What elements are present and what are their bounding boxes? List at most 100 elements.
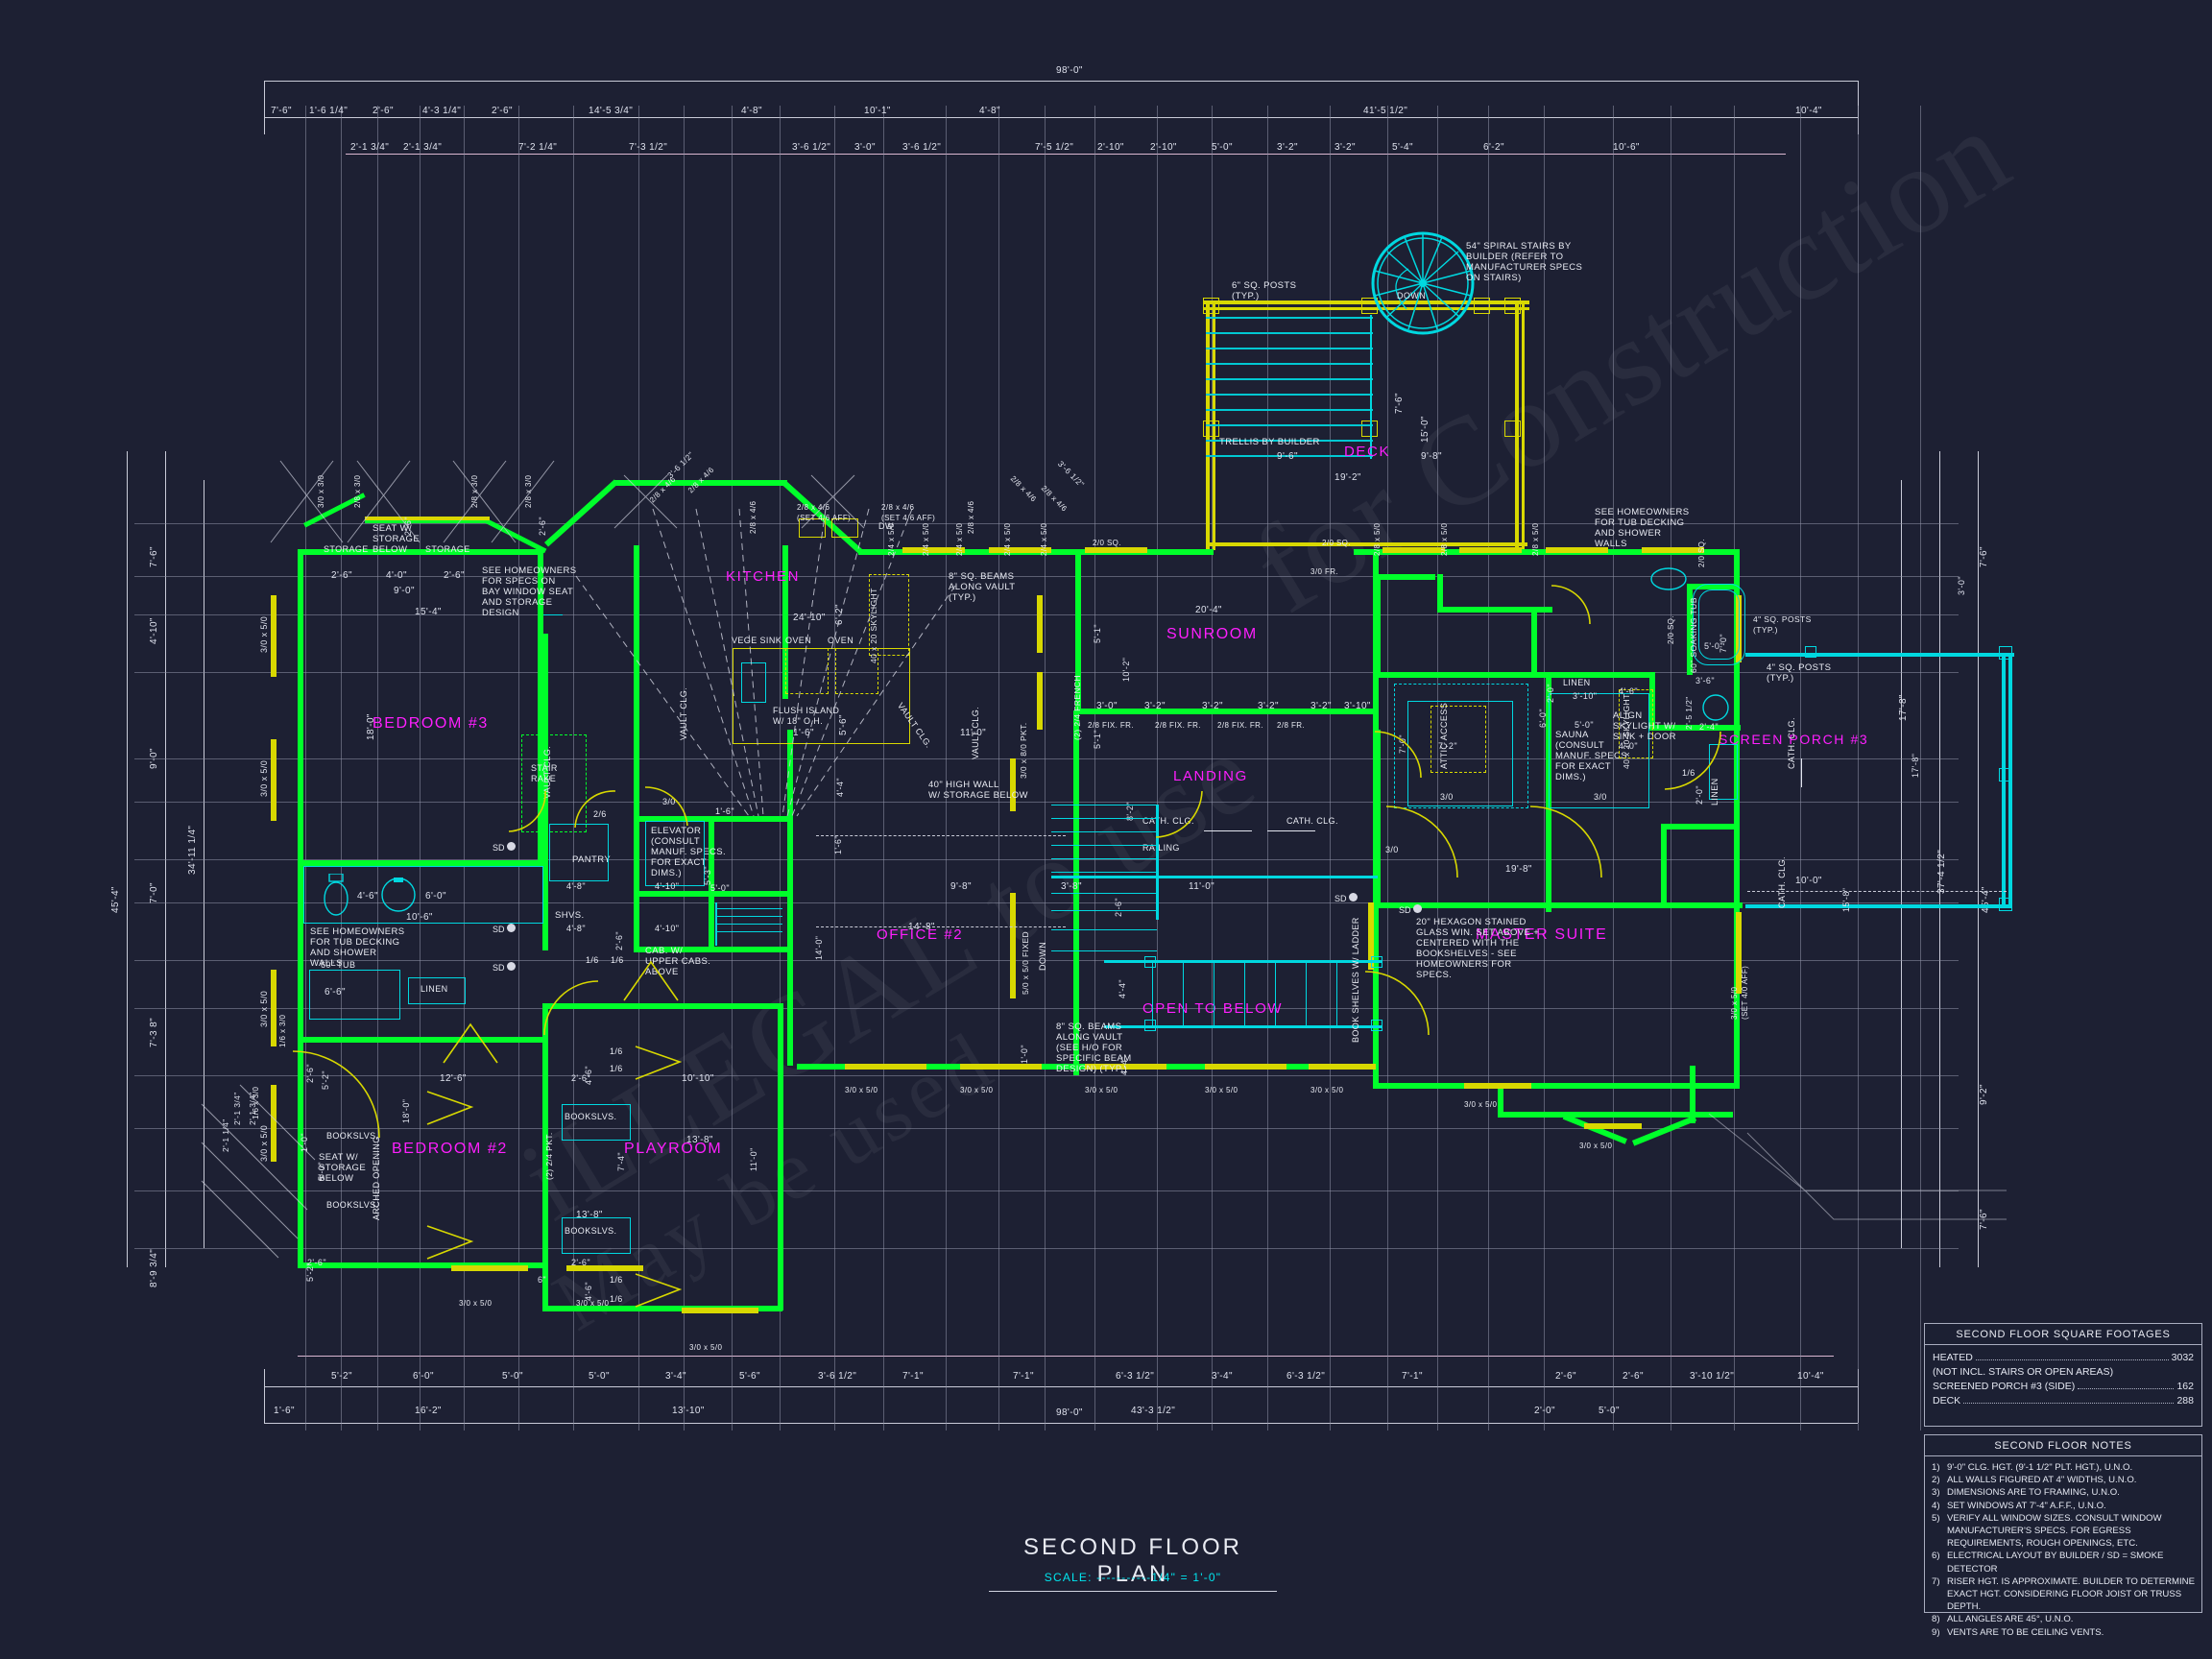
room-label-sunroom: SUNROOM (1166, 626, 1258, 642)
door-swing (426, 1225, 474, 1260)
oven-outline (835, 648, 878, 694)
window (451, 1265, 528, 1271)
note-item: 1)9'-0" CLG. HGT. (9'-1 1/2" PLT. HGT.),… (1932, 1462, 2133, 1473)
wall (1687, 584, 1740, 589)
deck-beam (1203, 301, 1529, 304)
room-label-deck: DECK (1344, 444, 1391, 460)
wall (778, 1008, 783, 1310)
label-oven-2: OVEN (828, 636, 854, 645)
tub-outline (309, 970, 400, 1020)
wall (1378, 902, 1743, 908)
wall (538, 549, 543, 866)
porch-beam (2008, 653, 2012, 907)
annotation-trellis: TRELLIS BY BUILDER (1219, 437, 1320, 447)
wall (298, 860, 542, 866)
wall (1531, 607, 1537, 674)
annotation-6-sq-posts: 6" SQ. POSTS(TYP.) (1232, 280, 1297, 301)
annotation-down-stairs: DOWN (1038, 941, 1047, 971)
wall (298, 1262, 547, 1268)
wall (1661, 824, 1740, 830)
dim-overall-top: 98'-0" (1056, 65, 1083, 76)
deck-post (1361, 421, 1378, 437)
wall (634, 545, 639, 824)
annotation-cab-upper: CAB. W/UPPER CABS.ABOVE (645, 946, 711, 977)
door-swing (1364, 971, 1430, 1036)
window (960, 1064, 1042, 1070)
vege-sink-icon (741, 662, 766, 703)
wall (1437, 607, 1552, 613)
label-oven-1: OVEN (785, 636, 812, 645)
label-pantry: PANTRY (572, 854, 612, 865)
wall-angle (1632, 1115, 1697, 1146)
room-label-landing: LANDING (1173, 768, 1248, 784)
window (1309, 1064, 1376, 1070)
deck-post (1203, 421, 1219, 437)
room-label-office-2: OFFICE #2 (877, 926, 964, 943)
note-item: 3)DIMENSIONS ARE TO FRAMING, U.N.O. (1932, 1487, 2120, 1499)
shelf-outline (562, 1104, 631, 1141)
door-swing (543, 980, 599, 1036)
window (845, 1064, 926, 1070)
wall (1437, 574, 1443, 613)
smoke-detector-label: SD (1334, 894, 1347, 903)
wall (1375, 730, 1381, 902)
window (1037, 595, 1043, 653)
elevator-car (645, 821, 705, 886)
label-bookshelves-p1: BOOKSLVS. (565, 1112, 617, 1121)
room-label-master-suite: MASTER SUITE (1476, 926, 1608, 943)
porch-post (1999, 646, 2012, 660)
page-title: SECOND FLOOR PLAN (989, 1534, 1277, 1592)
wall-bay (365, 518, 490, 523)
soaking-tub-inner (1698, 589, 1740, 660)
deck-beam (1522, 301, 1525, 550)
door-swing (1664, 731, 1721, 790)
label-bookshelves-b2b: BOOKSLVS. (326, 1200, 379, 1210)
annotation-cath-clg-1: CATH. CLG. (1142, 816, 1194, 826)
door-swing (426, 1091, 474, 1125)
annotation-skylight-master: 40 x 20 SKYLIGHT (1622, 693, 1631, 769)
annotation-pkt-playroom: (2) 2/4 PKT. (544, 1132, 554, 1180)
porch-post (1999, 898, 2012, 911)
annotation-4-sq-posts: 4" SQ. POSTS(TYP.) (1767, 662, 1832, 684)
smoke-detector-label: SD (1399, 905, 1411, 915)
wall (1661, 826, 1667, 908)
square-footage-block: SECOND FLOOR SQUARE FOOTAGES HEATED 3032… (1924, 1323, 2202, 1427)
wall (782, 545, 788, 699)
door-swing (443, 1022, 498, 1064)
annotation-french-sunroom: (2) 2/4 FRENCH (1072, 675, 1082, 740)
note-item: 2)ALL WALLS FIGURED AT 4" WIDTHS, U.N.O. (1932, 1475, 2137, 1486)
sink-icon (1702, 694, 1729, 721)
note-item: 7)RISER HGT. IS APPROXIMATE. BUILDER TO … (1932, 1575, 2196, 1613)
annotation-4-sq-posts-upper: 4" SQ. POSTS(TYP.) (1753, 614, 1812, 635)
wall (1690, 1066, 1695, 1123)
window (1382, 547, 1445, 553)
door-swing (508, 790, 546, 832)
wall (298, 860, 303, 1043)
room-label-bedroom-2: BEDROOM #2 (392, 1141, 508, 1157)
wall (298, 549, 542, 555)
note-item: 4)SET WINDOWS AT 7'-4" A.F.F., U.N.O. (1932, 1500, 2106, 1511)
cooktop-burner (831, 518, 858, 538)
dim-overall-bottom: 98'-0" (1056, 1407, 1083, 1418)
dim-line-top-outer (264, 81, 1858, 82)
deck-beam (1206, 542, 1527, 546)
wall (1498, 1083, 1503, 1117)
linen-closet (408, 977, 466, 1004)
attic-access-outline (1431, 706, 1486, 773)
window (1085, 1064, 1166, 1070)
label-bookshelves-b2a: BOOKSLVS. (326, 1131, 379, 1141)
window (566, 1265, 643, 1271)
window (1010, 758, 1016, 811)
dim-line-left-outer (127, 451, 128, 1267)
window (1085, 547, 1147, 553)
label-soaking-tub: 60" SOAKING TUB (1689, 597, 1698, 673)
